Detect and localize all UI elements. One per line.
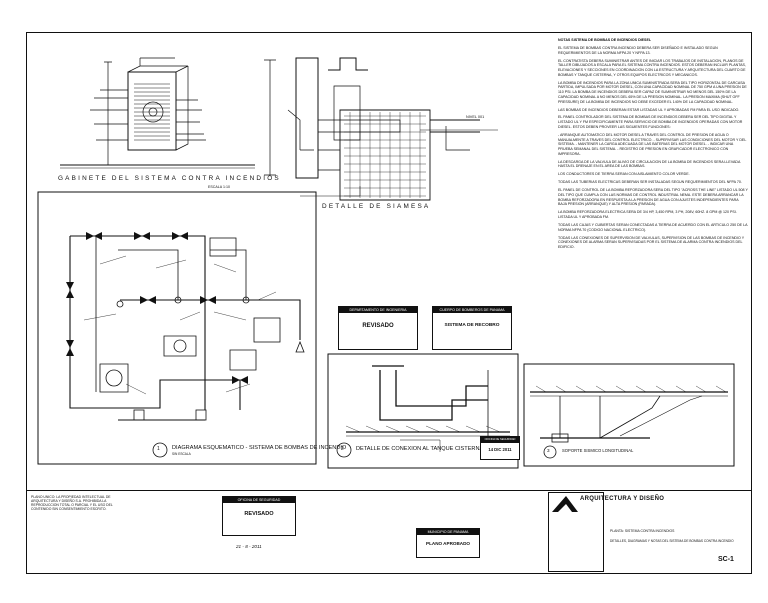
note-item: LA DESCARGA DE LA VALVULA DE ALIVIO DE C… bbox=[558, 159, 741, 169]
review-stamp-engineering: DEPARTAMENTO DE INGENIERIA REVISADO bbox=[338, 306, 418, 350]
general-notes: NOTAS SISTEMA DE BOMBAS DE INCENDIOS DIE… bbox=[558, 38, 748, 253]
note-item: EL SISTEMA DE BOMBAS CONTRA INCENDIO DEB… bbox=[558, 45, 718, 55]
stamp-status: REVISADO bbox=[362, 323, 394, 329]
cabinet-detail bbox=[60, 57, 255, 169]
note-item: EL CONTRATISTA DEBERA SUMINISTRAR ANTES … bbox=[558, 58, 746, 77]
note-item: LAS BOMBAS DE INCENDIOS DEBERAN ESTAR LI… bbox=[558, 107, 740, 112]
scheme-number: 1 bbox=[157, 446, 160, 452]
notes-heading: NOTAS SISTEMA DE BOMBAS DE INCENDIOS DIE… bbox=[558, 38, 652, 42]
review-stamp-firefighters: CUERPO DE BOMBEROS DE PANAMA SISTEMA DE … bbox=[432, 306, 512, 350]
copyright-note: PLANO UNICO: LA PROPIEDAD INTELECTUAL DE… bbox=[31, 495, 113, 512]
scheme-title: DIAGRAMA ESQUEMATICO - SISTEMA DE BOMBAS… bbox=[172, 445, 347, 451]
tank-title: DETALLE DE CONEXION AL TANQUE CISTERNA bbox=[356, 446, 484, 452]
tank-detail bbox=[327, 353, 519, 469]
stamp-header: OFICINA DE SEGURIDAD bbox=[481, 437, 519, 443]
stamp-status: SISTEMA DE RECOBRO bbox=[444, 323, 500, 328]
cabinet-scale: ESCALA 1:10 bbox=[208, 185, 230, 189]
revisado-stamp: OFICINA DE SEGURIDAD REVISADO bbox=[222, 496, 296, 536]
support-title: SOPORTE SISMICO LONGITUDINAL bbox=[562, 448, 634, 453]
note-item: LOS CONDUCTORES DE TIERRA SERAN CON AISL… bbox=[558, 172, 690, 177]
siamese-title: DETALLE DE SIAMESA bbox=[322, 203, 431, 210]
note-item: TODAS LAS CONEXIONES DE SUPERVISION DE V… bbox=[558, 235, 745, 250]
firm-block bbox=[548, 492, 604, 572]
note-item: - ARRANQUE AUTOMATICO DEL MOTOR DIESEL A… bbox=[558, 132, 747, 156]
stamp-status: REVISADO bbox=[244, 511, 274, 517]
title-block: PLANO UNICO: LA PROPIEDAD INTELECTUAL DE… bbox=[26, 490, 752, 574]
tank-number: 2 bbox=[341, 446, 344, 452]
stamp-date: 14 DIC 2011 bbox=[488, 447, 512, 452]
stamp-status: PLANO APROBADO bbox=[426, 541, 470, 546]
note-item: LA BOMBA REFORZADORA ELECTRICA SERA DE 3… bbox=[558, 210, 737, 220]
approval-date: 21 - 8 - 2011 bbox=[236, 544, 262, 549]
note-item: EL PANEL DE CONTROL DE LA BOMBA REFORZAD… bbox=[558, 188, 748, 207]
sheet-number: SC-1 bbox=[718, 556, 734, 563]
cabinet-title: GABINETE DEL SISTEMA CONTRA INCENDIOS bbox=[58, 175, 281, 182]
firm-name: ARQUITECTURA Y DISEÑO bbox=[580, 496, 665, 502]
sheet-contents: DETALLES, DIAGRAMAS Y NOTAS DEL SISTEMA … bbox=[610, 539, 734, 543]
approved-stamp: MUNICIPIO DE PANAMA PLANO APROBADO bbox=[416, 528, 480, 558]
siamese-detail bbox=[264, 57, 498, 201]
tank-date-stamp: OFICINA DE SEGURIDAD 14 DIC 2011 bbox=[480, 436, 520, 460]
note-item: TODAS LAS TUBERIAS ELECTRICAS DEBERAN SE… bbox=[558, 180, 742, 185]
scheme-scale: SIN ESCALA bbox=[172, 452, 191, 456]
project-name: PLANTA: SISTEMA CONTRA INCENDIOS bbox=[610, 529, 675, 533]
support-number: 3 bbox=[547, 448, 550, 453]
note-item: TODAS LAS CAJAS Y CUBIERTAS SERAN CONECT… bbox=[558, 223, 748, 232]
stamp-header: CUERPO DE BOMBEROS DE PANAMA bbox=[433, 307, 511, 313]
level-label: NIVEL 001 bbox=[466, 115, 485, 119]
note-item: LA BOMBA DE INCENDIOS PARA LA ZONA UNICA… bbox=[558, 80, 747, 104]
stamp-header: DEPARTAMENTO DE INGENIERIA bbox=[339, 307, 417, 313]
stamp-header: MUNICIPIO DE PANAMA bbox=[417, 529, 479, 535]
support-detail bbox=[523, 363, 735, 467]
note-item: EL PANEL CONTROLADOR DEL SISTEMA DE BOMB… bbox=[558, 115, 743, 129]
stamp-header: OFICINA DE SEGURIDAD bbox=[223, 497, 295, 503]
schematic-diagram bbox=[37, 191, 317, 465]
